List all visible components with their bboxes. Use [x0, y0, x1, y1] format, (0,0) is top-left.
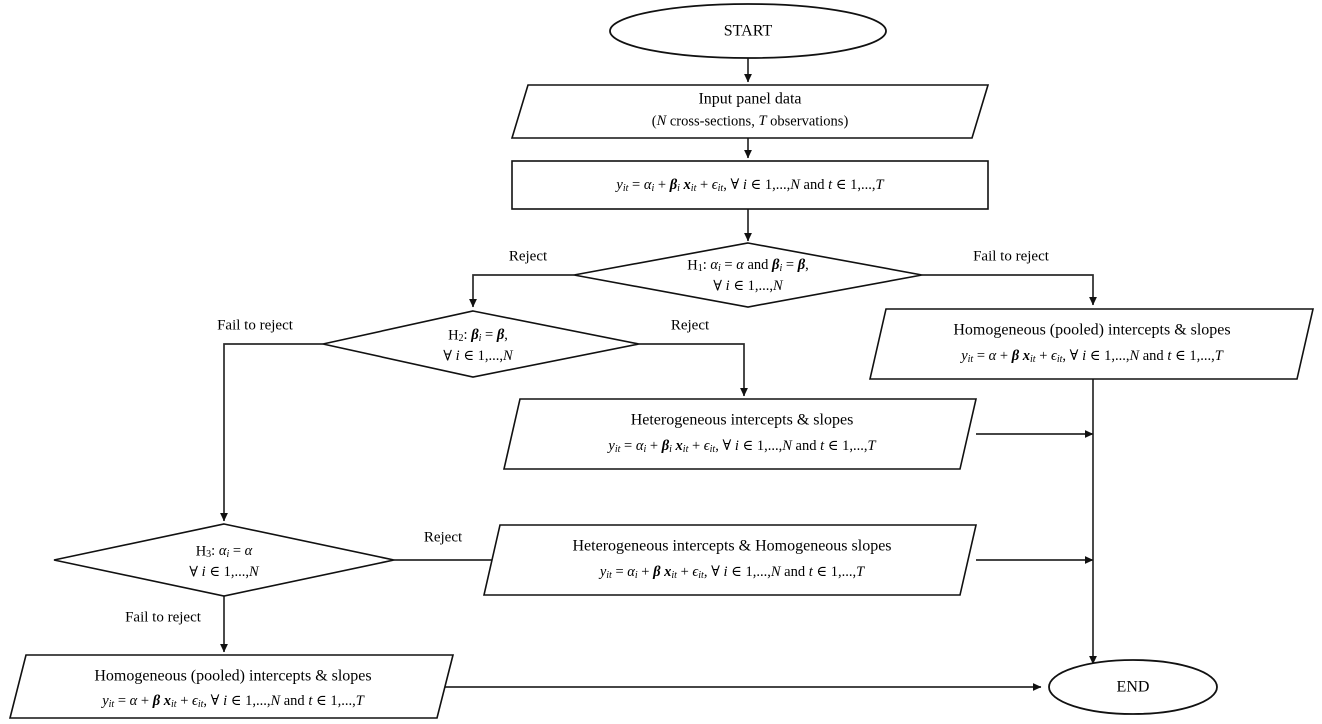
input-line1: Input panel data	[698, 91, 801, 108]
node-end[interactable]: END	[1048, 659, 1218, 715]
mixed-parallelogram	[482, 524, 978, 596]
pooled-right-line2: yit = α + β xit + ϵit, ∀ i ∈ 1,...,N and…	[959, 348, 1224, 365]
edge-h2-fail-to-h3	[219, 343, 323, 522]
connectors	[219, 50, 1097, 692]
node-h3-decision[interactable]: H3: αi = α ∀ i ∈ 1,...,N	[53, 523, 395, 597]
hetero-both-line1: Heterogeneous intercepts & slopes	[631, 412, 854, 429]
node-hetero-int-homo-slope[interactable]: Heterogeneous intercepts & Homogeneous s…	[482, 524, 978, 596]
h2-diamond	[322, 310, 640, 378]
mixed-line1: Heterogeneous intercepts & Homogeneous s…	[572, 538, 891, 555]
h3-line2: ∀ i ∈ 1,...,N	[189, 564, 260, 580]
h3-line1: H3: αi = α	[196, 543, 253, 560]
end-ellipse	[1048, 659, 1218, 715]
start-label: START	[724, 23, 773, 40]
hetero-both-parallelogram	[502, 398, 978, 470]
node-h1-decision[interactable]: H1: αi = α and βi = β, ∀ i ∈ 1,...,N	[573, 242, 923, 308]
end-label: END	[1117, 679, 1150, 696]
node-h2-decision[interactable]: H2: βi = β, ∀ i ∈ 1,...,N	[322, 310, 640, 378]
h1-diamond	[573, 242, 923, 308]
edge-label-h2-reject: Reject	[671, 317, 710, 333]
h3-diamond	[53, 523, 395, 597]
edge-h2-reject-to-hetero	[639, 343, 748, 397]
pooled-right-line1: Homogeneous (pooled) intercepts & slopes	[953, 322, 1230, 339]
model-formula: yit = αi + βi xit + ϵit, ∀ i ∈ 1,...,N a…	[614, 177, 884, 194]
node-pooled-right[interactable]: Homogeneous (pooled) intercepts & slopes…	[868, 308, 1315, 380]
edge-h1-fail-to-pooled	[922, 274, 1097, 306]
node-pooled-bottom[interactable]: Homogeneous (pooled) intercepts & slopes…	[8, 654, 455, 719]
h1-line1: H1: αi = α and βi = β,	[687, 257, 809, 274]
edge-label-h2-fail: Fail to reject	[217, 317, 294, 333]
edge-label-h3-fail: Fail to reject	[125, 609, 202, 625]
edge-h1-reject-to-h2	[468, 274, 574, 308]
edge-label-h1-reject: Reject	[509, 248, 548, 264]
h2-line2: ∀ i ∈ 1,...,N	[443, 348, 514, 364]
pooled-bottom-line2: yit = α + β xit + ϵit, ∀ i ∈ 1,...,N and…	[100, 693, 365, 710]
node-model-equation[interactable]: yit = αi + βi xit + ϵit, ∀ i ∈ 1,...,N a…	[511, 160, 989, 210]
node-heterogeneous-both[interactable]: Heterogeneous intercepts & slopes yit = …	[502, 398, 978, 470]
model-rectangle	[511, 160, 989, 210]
node-start[interactable]: START	[609, 3, 887, 59]
start-ellipse	[609, 3, 887, 59]
h1-line2: ∀ i ∈ 1,...,N	[713, 278, 784, 294]
node-input-panel-data[interactable]: Input panel data (N cross-sections, T ob…	[510, 84, 990, 139]
hetero-both-line2: yit = αi + βi xit + ϵit, ∀ i ∈ 1,...,N a…	[606, 438, 876, 455]
mixed-line2: yit = αi + β xit + ϵit, ∀ i ∈ 1,...,N an…	[598, 564, 865, 581]
pooled-right-parallelogram	[868, 308, 1315, 380]
input-line2: (N cross-sections, T observations)	[652, 113, 849, 129]
h2-line1: H2: βi = β,	[448, 327, 508, 344]
edge-label-h3-reject: Reject	[424, 529, 463, 545]
pooled-bottom-parallelogram	[8, 654, 455, 719]
input-parallelogram	[510, 84, 990, 139]
edge-label-h1-fail: Fail to reject	[973, 248, 1050, 264]
pooled-bottom-line1: Homogeneous (pooled) intercepts & slopes	[94, 668, 371, 685]
